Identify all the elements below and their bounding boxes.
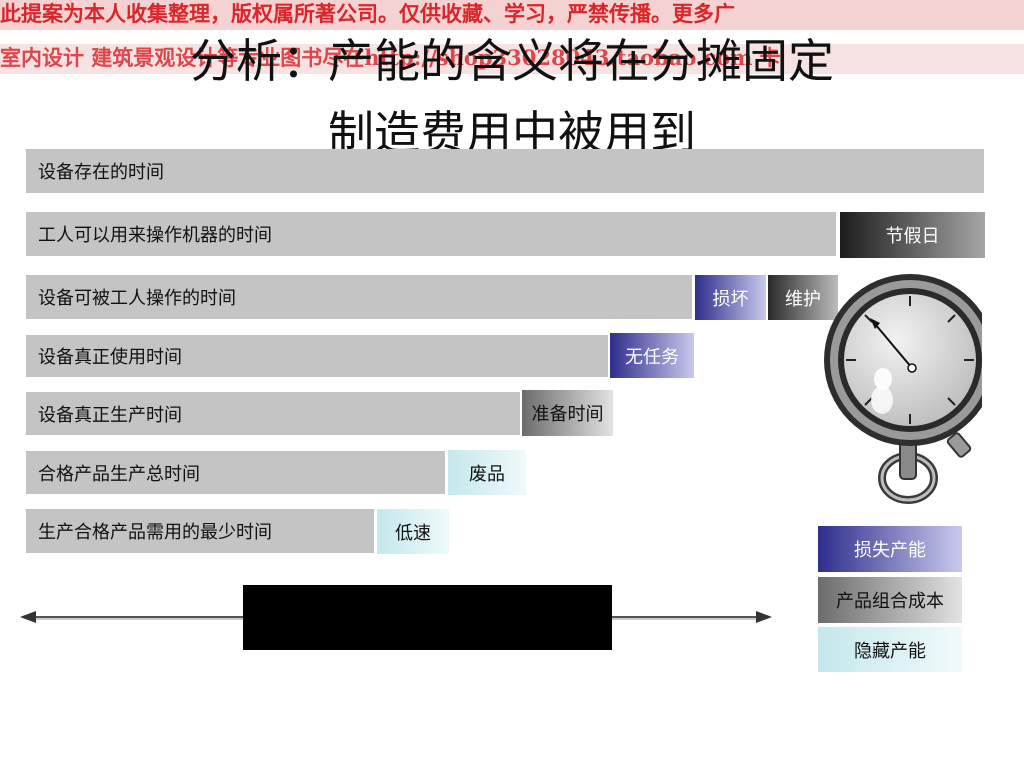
loss-low-speed: 低速 xyxy=(377,509,449,554)
loss-holidays: 节假日 xyxy=(840,212,985,258)
bar-worker-available-time: 工人可以用来操作机器的时间 xyxy=(26,212,836,256)
loss-no-task: 无任务 xyxy=(610,333,694,378)
slide-title-line-1: 分析：产能的含义将在分摊固定 xyxy=(190,34,834,88)
bar-qualified-production-time: 合格产品生产总时间 xyxy=(26,451,445,494)
watermark-line-1: 此提案为本人收集整理，版权属所著公司。仅供收藏、学习，严禁传播。更多广 xyxy=(0,0,1024,30)
legend-product-mix-cost: 产品组合成本 xyxy=(818,577,962,623)
bar-operable-time: 设备可被工人操作的时间 xyxy=(26,275,692,319)
bar-minimum-required-time: 生产合格产品需用的最少时间 xyxy=(26,509,374,553)
loss-maintenance: 维护 xyxy=(768,275,838,320)
redacted-black-box xyxy=(243,585,612,650)
loss-breakdown: 损坏 xyxy=(695,275,766,320)
legend-hidden-capacity: 隐藏产能 xyxy=(818,627,962,672)
bar-equipment-exist-time: 设备存在的时间 xyxy=(26,149,984,193)
stopwatch-icon xyxy=(824,274,982,504)
loss-setup-time: 准备时间 xyxy=(522,390,613,436)
loss-scrap: 废品 xyxy=(448,450,526,495)
bar-actual-use-time: 设备真正使用时间 xyxy=(26,335,608,377)
legend-lost-capacity: 损失产能 xyxy=(818,526,962,572)
watermark-line-2: 室内设计 建筑景观设计等专业图书尽在http://shop33028043.ta… xyxy=(0,44,1024,74)
bar-actual-production-time: 设备真正生产时间 xyxy=(26,392,520,435)
